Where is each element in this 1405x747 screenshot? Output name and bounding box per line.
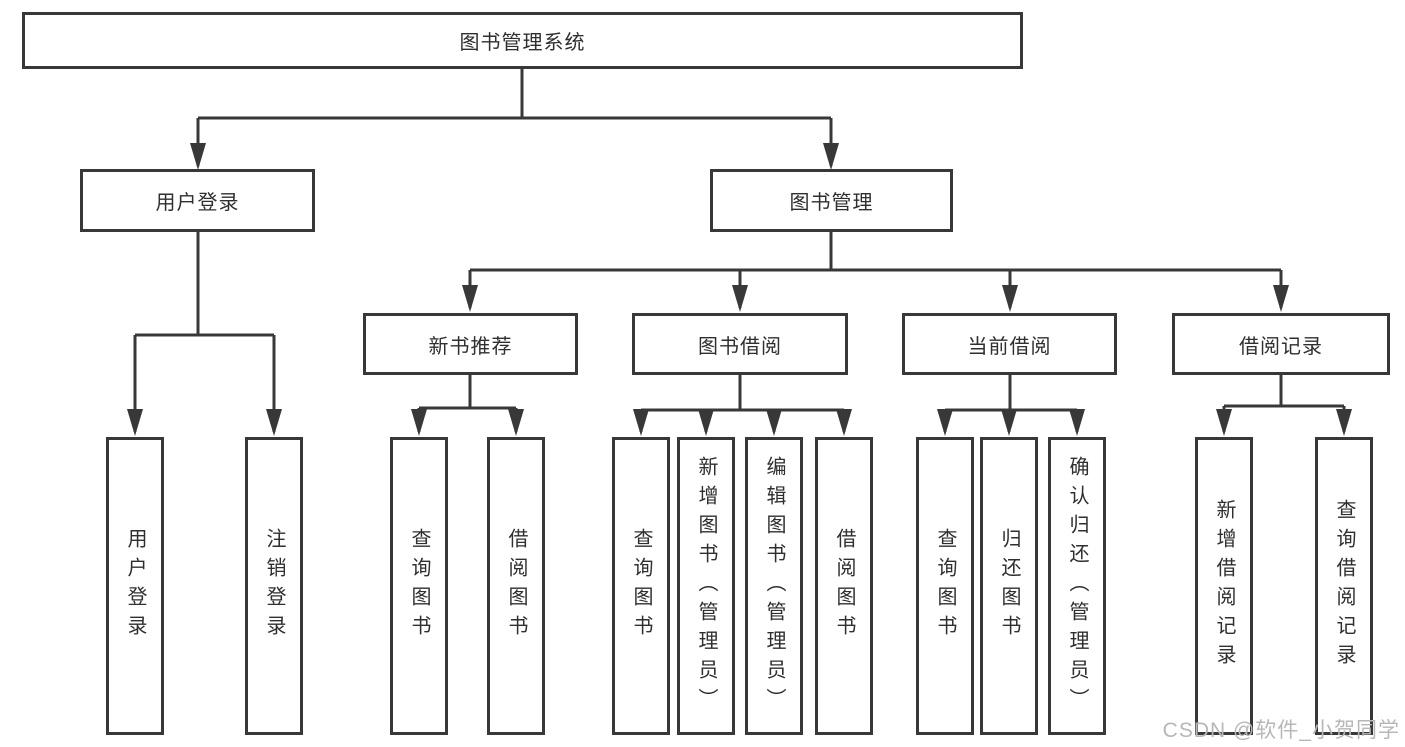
arrow-down-icon bbox=[766, 409, 782, 436]
node-book-borrow: 图书借阅 bbox=[632, 313, 848, 375]
node-label: 注销登录 bbox=[263, 528, 285, 644]
node-edit-books-admin: 编辑图书（管理员） bbox=[745, 437, 803, 735]
node-label: 查询图书 bbox=[934, 528, 956, 644]
node-new-book-recommend: 新书推荐 bbox=[363, 313, 578, 375]
node-label: 新增借阅记录 bbox=[1213, 499, 1235, 673]
arrow-down-icon bbox=[698, 409, 714, 436]
arrow-down-icon bbox=[1002, 285, 1018, 312]
node-label: 新增图书（管理员） bbox=[695, 455, 717, 717]
arrow-down-icon bbox=[266, 409, 282, 436]
node-query-books-recommend: 查询图书 bbox=[390, 437, 448, 735]
node-label: 编辑图书（管理员） bbox=[763, 455, 785, 717]
arrow-down-icon bbox=[823, 143, 839, 170]
node-label: 归还图书 bbox=[998, 528, 1020, 644]
node-borrow-records: 借阅记录 bbox=[1172, 313, 1390, 375]
node-label: 确认归还（管理员） bbox=[1066, 455, 1088, 717]
node-add-books-admin: 新增图书（管理员） bbox=[677, 437, 735, 735]
node-label: 查询图书 bbox=[408, 528, 430, 644]
arrow-down-icon bbox=[633, 409, 649, 436]
arrow-down-icon bbox=[1001, 409, 1017, 436]
arrow-down-icon bbox=[1216, 409, 1232, 436]
arrow-down-icon bbox=[937, 409, 953, 436]
node-query-books-borrow: 查询图书 bbox=[612, 437, 670, 735]
arrow-down-icon bbox=[462, 285, 478, 312]
arrow-down-icon bbox=[836, 409, 852, 436]
arrow-down-icon bbox=[1336, 409, 1352, 436]
node-return-books: 归还图书 bbox=[980, 437, 1038, 735]
arrow-down-icon bbox=[1069, 409, 1085, 436]
node-label: 查询借阅记录 bbox=[1333, 499, 1355, 673]
node-current-borrow: 当前借阅 bbox=[902, 313, 1117, 375]
arrow-down-icon bbox=[127, 409, 143, 436]
watermark-text: CSDN @软件_小贺同学 bbox=[1162, 719, 1400, 742]
node-user-login: 用户登录 bbox=[80, 169, 315, 232]
arrow-down-icon bbox=[508, 409, 524, 436]
node-library-management-system: 图书管理系统 bbox=[22, 12, 1023, 69]
node-label: 用户登录 bbox=[124, 528, 146, 644]
node-add-borrow-record: 新增借阅记录 bbox=[1195, 437, 1253, 735]
node-book-management: 图书管理 bbox=[710, 169, 953, 232]
arrow-down-icon bbox=[732, 285, 748, 312]
node-logout: 注销登录 bbox=[245, 437, 303, 735]
node-label: 借阅图书 bbox=[833, 528, 855, 644]
node-query-borrow-record: 查询借阅记录 bbox=[1315, 437, 1373, 735]
node-borrow-books-recommend: 借阅图书 bbox=[487, 437, 545, 735]
arrow-down-icon bbox=[190, 143, 206, 170]
node-label: 查询图书 bbox=[630, 528, 652, 644]
node-label: 借阅图书 bbox=[505, 528, 527, 644]
arrow-down-icon bbox=[411, 409, 427, 436]
arrow-down-icon bbox=[1273, 285, 1289, 312]
node-user-login-leaf: 用户登录 bbox=[106, 437, 164, 735]
node-borrow-books-leaf: 借阅图书 bbox=[815, 437, 873, 735]
node-confirm-return-admin: 确认归还（管理员） bbox=[1048, 437, 1106, 735]
node-query-books-current: 查询图书 bbox=[916, 437, 974, 735]
